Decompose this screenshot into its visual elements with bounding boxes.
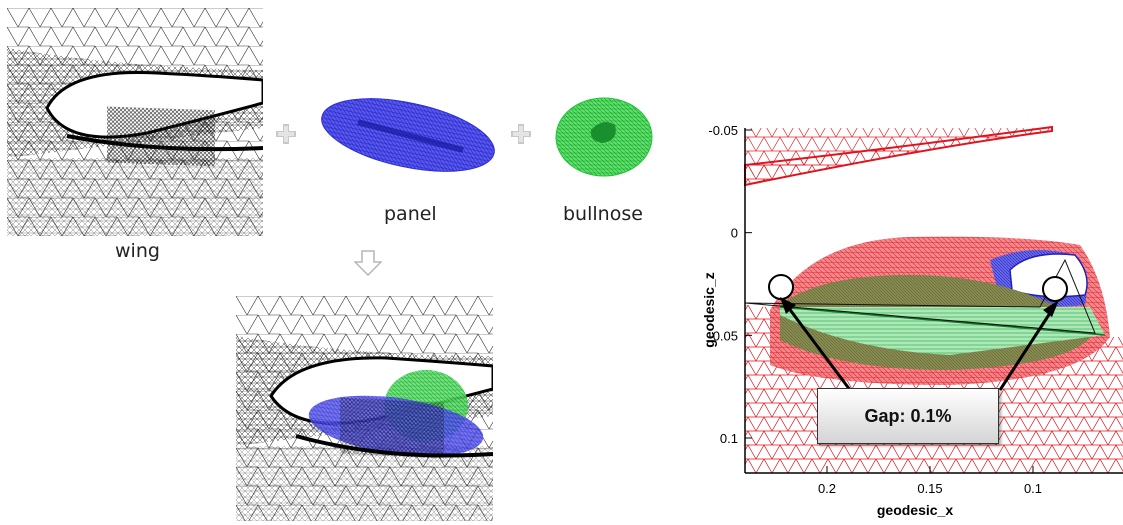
- gap-annotation-box: Gap: 0.1%: [817, 388, 999, 444]
- gap-marker-left: [768, 274, 794, 300]
- x-axis-label: geodesic_x: [877, 502, 953, 518]
- gap-annotation-text: Gap: 0.1%: [864, 405, 952, 426]
- x-tick-label: 0.1: [1024, 481, 1042, 496]
- combined-mesh-image: [236, 296, 493, 521]
- y-tick-label: 0.05: [713, 328, 738, 343]
- gap-marker-right: [1042, 276, 1068, 302]
- geodesic-chart: -0.05 0 0.05 0.1 0.2 0.15 0.1 geodesic_z geod…: [700, 95, 1123, 521]
- plus-icon: [511, 124, 531, 148]
- y-tick-label: 0: [731, 226, 738, 241]
- y-tick-label: 0.1: [720, 431, 738, 446]
- plus-icon: [276, 124, 296, 148]
- x-tick-label: 0.15: [917, 481, 942, 496]
- panel-mesh-image: [318, 90, 498, 180]
- wing-mesh-image: [7, 8, 263, 236]
- bullnose-label: bullnose: [563, 203, 643, 225]
- x-tick-label: 0.2: [818, 481, 836, 496]
- arrow-down-icon: [353, 250, 383, 280]
- wing-label: wing: [115, 240, 160, 262]
- bullnose-mesh-image: [553, 95, 655, 180]
- y-tick-label: -0.05: [708, 123, 738, 138]
- y-axis-label: geodesic_z: [701, 272, 717, 347]
- panel-label: panel: [384, 203, 437, 225]
